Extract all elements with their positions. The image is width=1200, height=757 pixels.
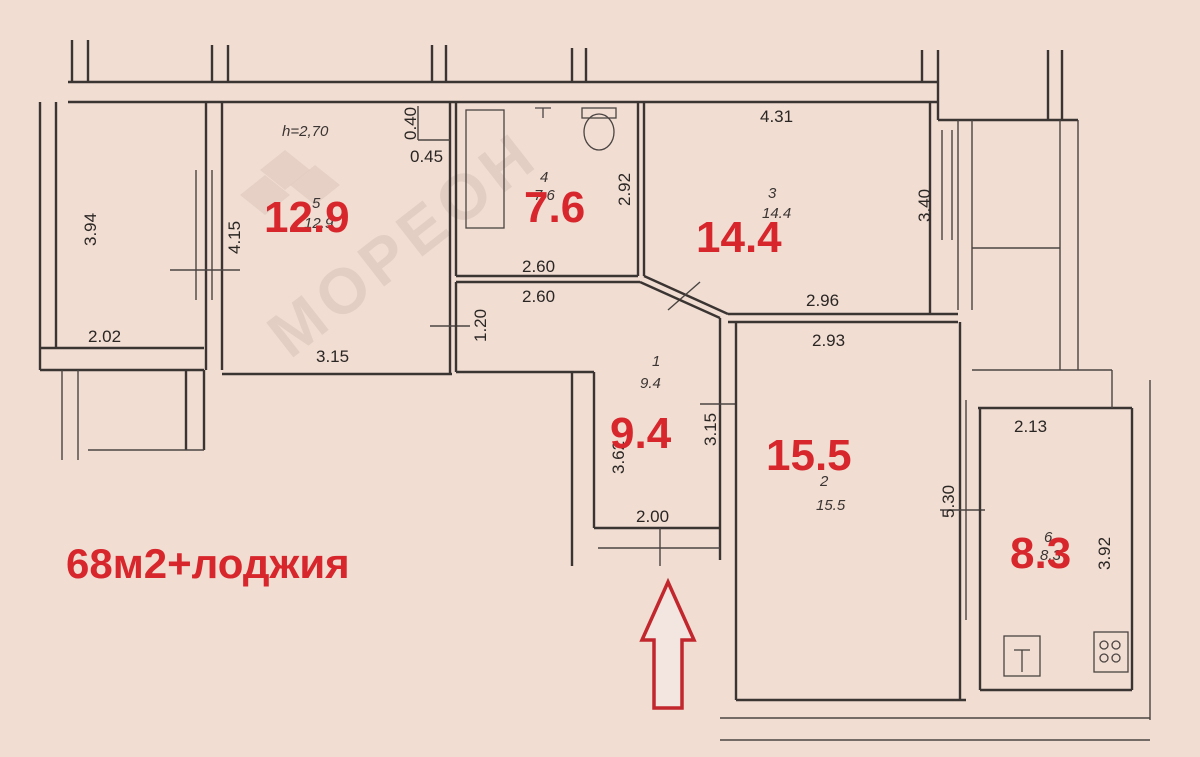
dim-2-96: 2.96 — [806, 291, 839, 310]
room-2-walls — [728, 320, 985, 702]
watermark-text: МОРЕОН — [254, 117, 551, 371]
room-1-number: 1 — [652, 353, 660, 370]
room-area-labels: 12.9 7.6 14.4 9.4 15.5 8.3 — [264, 183, 1071, 578]
dim-2-92: 2.92 — [615, 173, 634, 206]
room-4-number: 4 — [540, 169, 548, 186]
dim-3-15-a: 3.15 — [316, 347, 349, 366]
outer-walls — [38, 40, 1078, 460]
room-2-area-small: 15.5 — [816, 497, 846, 514]
total-area-title: 68м2+лоджия — [66, 540, 350, 587]
watermark-logo — [240, 150, 340, 215]
loggia-walls — [957, 120, 1112, 371]
room-4-walls — [454, 102, 640, 278]
dim-3-15-b: 3.15 — [701, 413, 720, 446]
dim-2-93: 2.93 — [812, 331, 845, 350]
room-5-walls — [170, 102, 470, 376]
ceiling-height: h=2,70 — [282, 123, 329, 140]
room-3-area: 14.4 — [696, 213, 782, 262]
room-small-labels: 5 12.9 4 7.6 3 14.4 1 9.4 2 15.5 6 8.3 — [304, 169, 1062, 564]
dim-1-20: 1.20 — [471, 309, 490, 342]
dim-4-15: 4.15 — [225, 221, 244, 254]
bathtub-icon — [465, 109, 505, 229]
room-6-walls — [720, 370, 1151, 741]
dim-2-02: 2.02 — [88, 327, 121, 346]
faucet-icon — [535, 107, 551, 118]
entrance-arrow-icon — [639, 577, 697, 710]
dim-2-60-b: 2.60 — [522, 287, 555, 306]
dim-0-45: 0.45 — [410, 147, 443, 166]
dim-2-00: 2.00 — [636, 507, 669, 526]
sink-icon — [1003, 635, 1041, 677]
room-6-area-small: 8.3 — [1040, 547, 1062, 564]
dim-3-94: 3.94 — [81, 213, 100, 246]
room-4-area-small: 7.6 — [534, 187, 556, 204]
dim-3-40: 3.40 — [915, 189, 934, 222]
room-2-number: 2 — [819, 473, 829, 490]
room-3-walls — [642, 102, 958, 316]
stove-icon — [1093, 631, 1129, 673]
dim-2-60-a: 2.60 — [522, 257, 555, 276]
room-2-area: 15.5 — [766, 431, 852, 480]
dim-3-62: 3.62 — [609, 441, 628, 474]
room-5-area: 12.9 — [264, 193, 350, 242]
toilet-icon — [583, 113, 615, 151]
dim-4-31: 4.31 — [760, 107, 793, 126]
room-6-number: 6 — [1044, 529, 1053, 546]
room-5-number: 5 — [312, 195, 321, 212]
room-4-area: 7.6 — [524, 183, 585, 232]
toilet-tank-icon — [581, 107, 617, 119]
dim-3-92: 3.92 — [1095, 537, 1114, 570]
room-1-walls — [454, 280, 736, 566]
dim-0-40: 0.40 — [401, 107, 420, 140]
room-5-area-small: 12.9 — [304, 215, 334, 232]
dim-5-30: 5.30 — [939, 485, 958, 518]
dim-2-13: 2.13 — [1014, 417, 1047, 436]
room-1-area-small: 9.4 — [640, 375, 661, 392]
dimension-labels: 3.94 2.02 4.15 3.15 0.40 0.45 h=2,70 1.2… — [81, 107, 1114, 570]
room-6-area: 8.3 — [1010, 529, 1071, 578]
room-1-area: 9.4 — [610, 409, 672, 458]
room-3-area-small: 14.4 — [762, 205, 791, 222]
room-3-number: 3 — [768, 185, 777, 202]
